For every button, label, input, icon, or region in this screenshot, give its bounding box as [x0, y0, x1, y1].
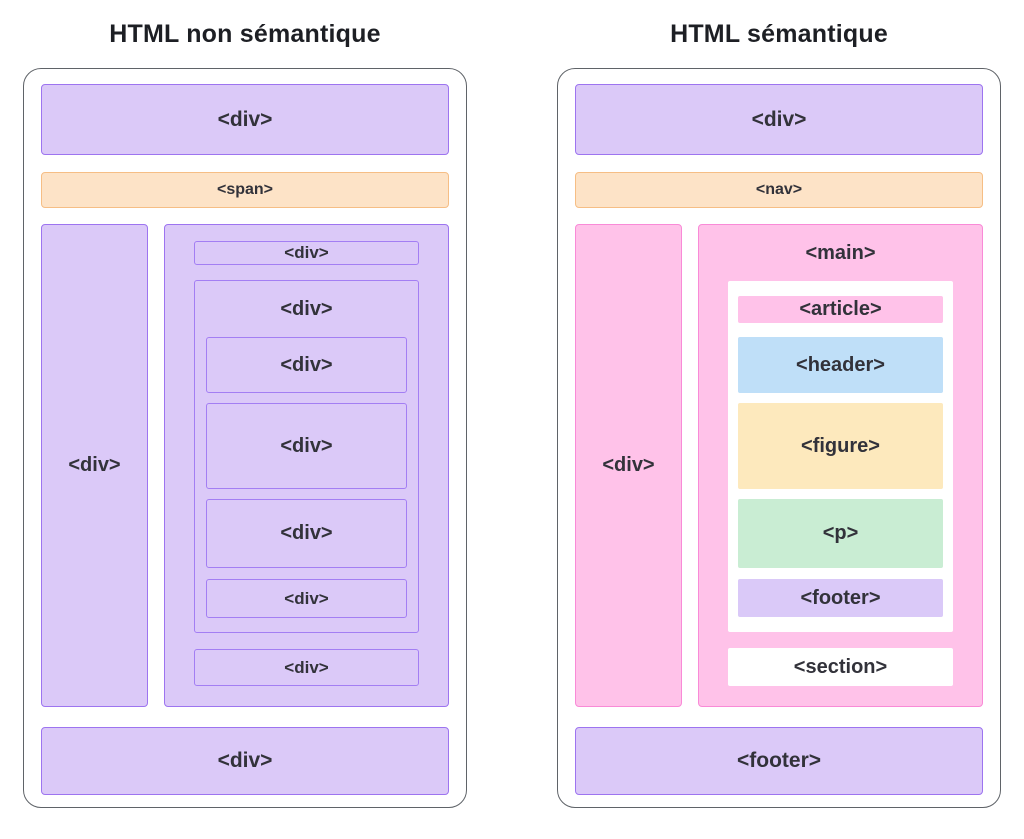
panel-non-semantic: HTML non sémantique <div> <span> <div> <… [23, 14, 467, 808]
box-label: <div> [602, 454, 655, 476]
box-label: <div> [68, 454, 121, 476]
p-element-box: <p> [738, 499, 943, 569]
header-div-box: <div> [41, 84, 449, 155]
main-bottom-bar-div: <div> [194, 649, 419, 686]
box-label: <div> [280, 434, 333, 457]
main-element-box: <main> <article> <header> <figure> [698, 224, 983, 707]
box-label: <figure> [801, 434, 880, 457]
footer-div-box: <div> [41, 727, 449, 795]
article-element-box: <article> [738, 296, 943, 324]
box-label: <article> [799, 298, 882, 321]
box-label: <header> [796, 353, 885, 376]
main-label-row: <main> [728, 241, 953, 266]
box-label: <div> [751, 107, 807, 131]
box-label: <div> [217, 749, 273, 772]
header-element-box: <header> [738, 337, 943, 394]
section-element-box: <section> [728, 648, 953, 686]
content-container-div: <div> <div> <div> <div> <div> [194, 280, 419, 634]
panel-title-non-semantic: HTML non sémantique [109, 20, 381, 48]
content-container-label-row: <div> [206, 281, 407, 337]
main-top-bar-div: <div> [194, 241, 419, 266]
box-label: <footer> [800, 586, 881, 609]
box-label: <nav> [755, 181, 803, 198]
panel-semantic: HTML sémantique <div> <nav> <div> <main> [557, 14, 1001, 808]
box-label: <div> [217, 107, 273, 131]
footer-element-bottom-box: <footer> [575, 727, 983, 795]
box-label: <div> [284, 657, 329, 677]
sidebar-div-box: <div> [41, 224, 148, 707]
box-label: <div> [284, 243, 329, 263]
figure-element-box: <figure> [738, 403, 943, 490]
header-div-box: <div> [575, 84, 983, 155]
page-frame-non-semantic: <div> <span> <div> <div> <div> [23, 68, 467, 808]
box-label: <main> [805, 242, 876, 265]
box-label: <div> [280, 297, 333, 320]
nested-div-box: <div> [206, 403, 407, 490]
box-label: <span> [216, 181, 274, 198]
content-row: <div> <div> <div> <div> <div [41, 224, 449, 707]
nested-div-box: <div> [206, 337, 407, 394]
box-label: <div> [280, 353, 333, 376]
span-bar-box: <span> [41, 172, 449, 208]
nested-div-box: <div> [206, 499, 407, 569]
sidebar-div-box: <div> [575, 224, 682, 707]
article-wrapper-box: <article> <header> <figure> <p> <footer> [728, 281, 953, 633]
box-label: <div> [280, 522, 333, 545]
panel-title-semantic: HTML sémantique [670, 20, 888, 48]
box-label: <div> [284, 588, 329, 608]
box-label: <p> [822, 522, 859, 545]
nav-bar-box: <nav> [575, 172, 983, 208]
box-label: <footer> [736, 749, 822, 772]
content-row: <div> <main> <article> <header> [575, 224, 983, 707]
nested-div-box: <div> [206, 579, 407, 619]
box-label: <section> [793, 655, 888, 678]
page-frame-semantic: <div> <nav> <div> <main> <article> [557, 68, 1001, 808]
footer-element-box: <footer> [738, 579, 943, 618]
main-container-div: <div> <div> <div> <div> <div> [164, 224, 449, 707]
